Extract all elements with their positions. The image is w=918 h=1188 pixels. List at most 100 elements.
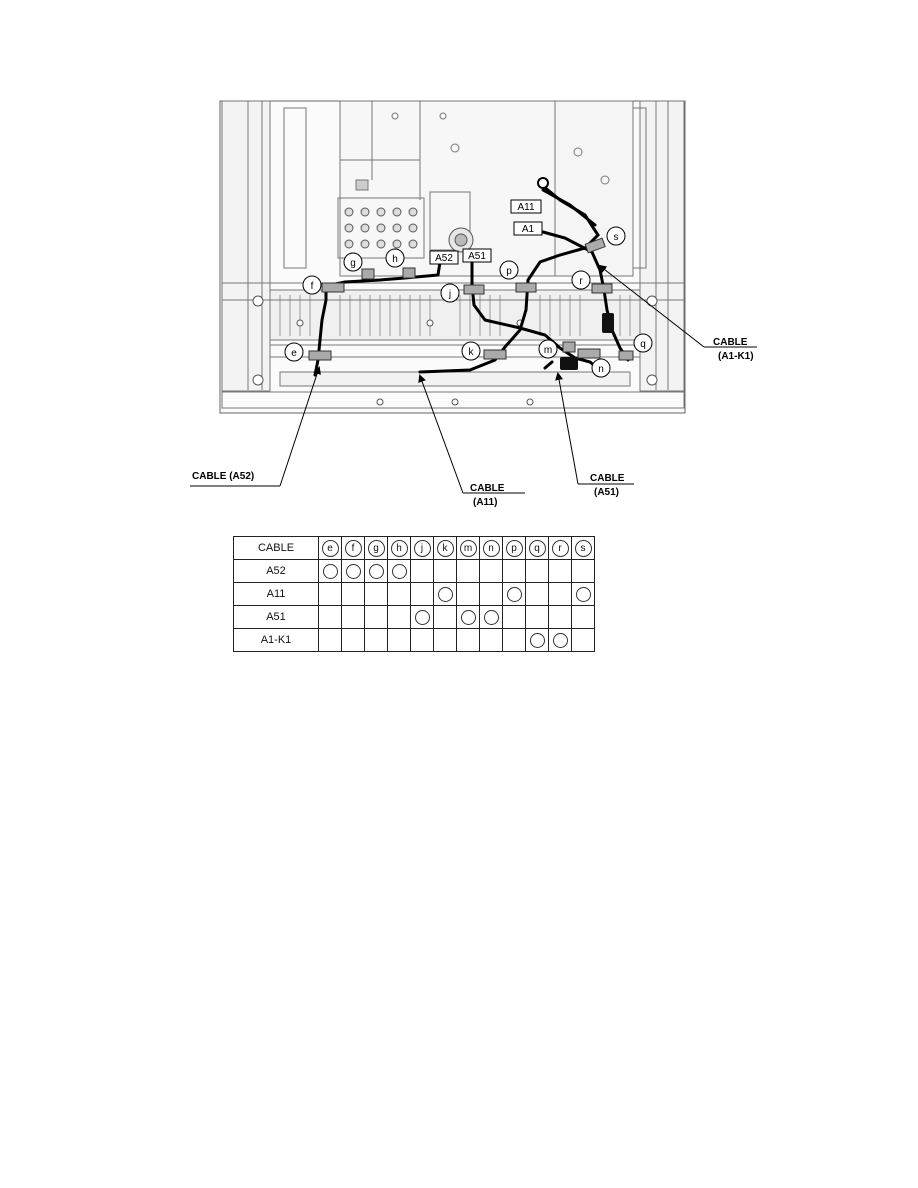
- svg-text:r: r: [579, 276, 583, 287]
- table-row-label: A52: [233, 559, 319, 583]
- table-cell: [387, 559, 411, 583]
- table-row: A52: [233, 559, 595, 583]
- table-header-col: s: [571, 536, 595, 560]
- circle-mark-icon: [506, 586, 522, 602]
- table-header-col: e: [318, 536, 342, 560]
- table-cell: [479, 582, 503, 606]
- table-cell: [387, 605, 411, 629]
- table-cell: [479, 605, 503, 629]
- table-cell: [433, 628, 457, 652]
- circle-mark-icon: [552, 632, 568, 648]
- svg-text:k: k: [469, 347, 475, 358]
- table-cell: [433, 582, 457, 606]
- table-cell: [479, 559, 503, 583]
- circle-mark-icon: [529, 632, 545, 648]
- ferrite-cores: [560, 313, 614, 370]
- connector-label-a11: A11: [517, 202, 534, 213]
- cable-a51: [470, 260, 602, 372]
- table-row-label: A51: [233, 605, 319, 629]
- table-cell: [548, 628, 572, 652]
- connector-label-a1: A1: [522, 224, 535, 235]
- leader-lines: [190, 264, 757, 494]
- table-cell: [571, 628, 595, 652]
- svg-text:m: m: [544, 345, 552, 356]
- table-cell: [548, 582, 572, 606]
- table-cell: [479, 628, 503, 652]
- clamp-bubble-q: q: [633, 333, 653, 353]
- table-header-col: r: [548, 536, 572, 560]
- table-cell: [525, 605, 549, 629]
- svg-text:g: g: [350, 258, 356, 269]
- circle-mark-icon: [483, 609, 499, 625]
- clamp-bubble-k: k: [461, 341, 481, 361]
- callout-texts: CABLE (A1-K1) CABLE (A52) CABLE (A11) CA…: [192, 337, 754, 508]
- table-cell: [364, 628, 388, 652]
- table-header-col: h: [387, 536, 411, 560]
- table-header-col: f: [341, 536, 365, 560]
- circle-mark-icon: [437, 586, 453, 602]
- table-cell: [410, 605, 434, 629]
- table-cell: [364, 582, 388, 606]
- clamp-letter-bubbles: e f g h j k m n p q r s: [284, 226, 653, 378]
- table-cell: [433, 605, 457, 629]
- table-cell: [318, 559, 342, 583]
- callout-a51-line2: (A51): [594, 487, 619, 498]
- table-cell: [318, 628, 342, 652]
- ground-screw: [537, 177, 549, 189]
- connector-labels: A11 A1 A52 A51: [429, 199, 543, 265]
- callout-a52: CABLE (A52): [192, 471, 254, 482]
- table-cell: [318, 605, 342, 629]
- connector-label-a52: A52: [435, 253, 453, 264]
- svg-text:e: e: [291, 348, 297, 359]
- table-header-col: p: [502, 536, 526, 560]
- callout-a51-line1: CABLE: [590, 473, 625, 484]
- callout-a1k1-line1: CABLE: [713, 337, 748, 348]
- table-cell: [456, 559, 480, 583]
- table-header-col: g: [364, 536, 388, 560]
- svg-text:f: f: [311, 281, 314, 292]
- clamp-bubble-s: s: [606, 226, 626, 246]
- table-cell: [525, 559, 549, 583]
- table-header-col: j: [410, 536, 434, 560]
- table-cell: [364, 605, 388, 629]
- svg-text:q: q: [640, 339, 646, 350]
- clamp-bubble-m: m: [538, 339, 558, 359]
- table-cell: [502, 628, 526, 652]
- table-cell: [410, 559, 434, 583]
- table-cell: [410, 582, 434, 606]
- table-header-label: CABLE: [233, 536, 319, 560]
- table-row: A11: [233, 582, 595, 606]
- clamp-bubble-e: e: [284, 342, 304, 362]
- connector-label-a51: A51: [468, 251, 486, 262]
- table-cell: [525, 628, 549, 652]
- circle-mark-icon: [345, 563, 361, 579]
- circle-mark-icon: [575, 586, 591, 602]
- table-row: A51: [233, 605, 595, 629]
- clamp-bubble-n: n: [591, 358, 611, 378]
- table-cell: [433, 559, 457, 583]
- table-cell: [318, 582, 342, 606]
- circle-mark-icon: [368, 563, 384, 579]
- table-cell: [548, 605, 572, 629]
- table-cell: [456, 582, 480, 606]
- callout-a11-line1: CABLE: [470, 483, 505, 494]
- clamp-bubble-j: j: [440, 283, 460, 303]
- table-cell: [410, 628, 434, 652]
- clamp-bubble-g: g: [343, 252, 363, 272]
- clamp-bubble-f: f: [302, 275, 322, 295]
- table-cell: [502, 559, 526, 583]
- svg-text:p: p: [506, 266, 512, 277]
- table-cell: [502, 605, 526, 629]
- table-row-label: A11: [233, 582, 319, 606]
- clamp-markers: [308, 237, 634, 361]
- circle-mark-icon: [391, 563, 407, 579]
- clamp-bubble-h: h: [385, 248, 405, 268]
- table-cell: [571, 559, 595, 583]
- table-cell: [387, 582, 411, 606]
- table-cell: [341, 628, 365, 652]
- table-cell: [341, 605, 365, 629]
- circle-mark-icon: [460, 609, 476, 625]
- table-cell: [571, 582, 595, 606]
